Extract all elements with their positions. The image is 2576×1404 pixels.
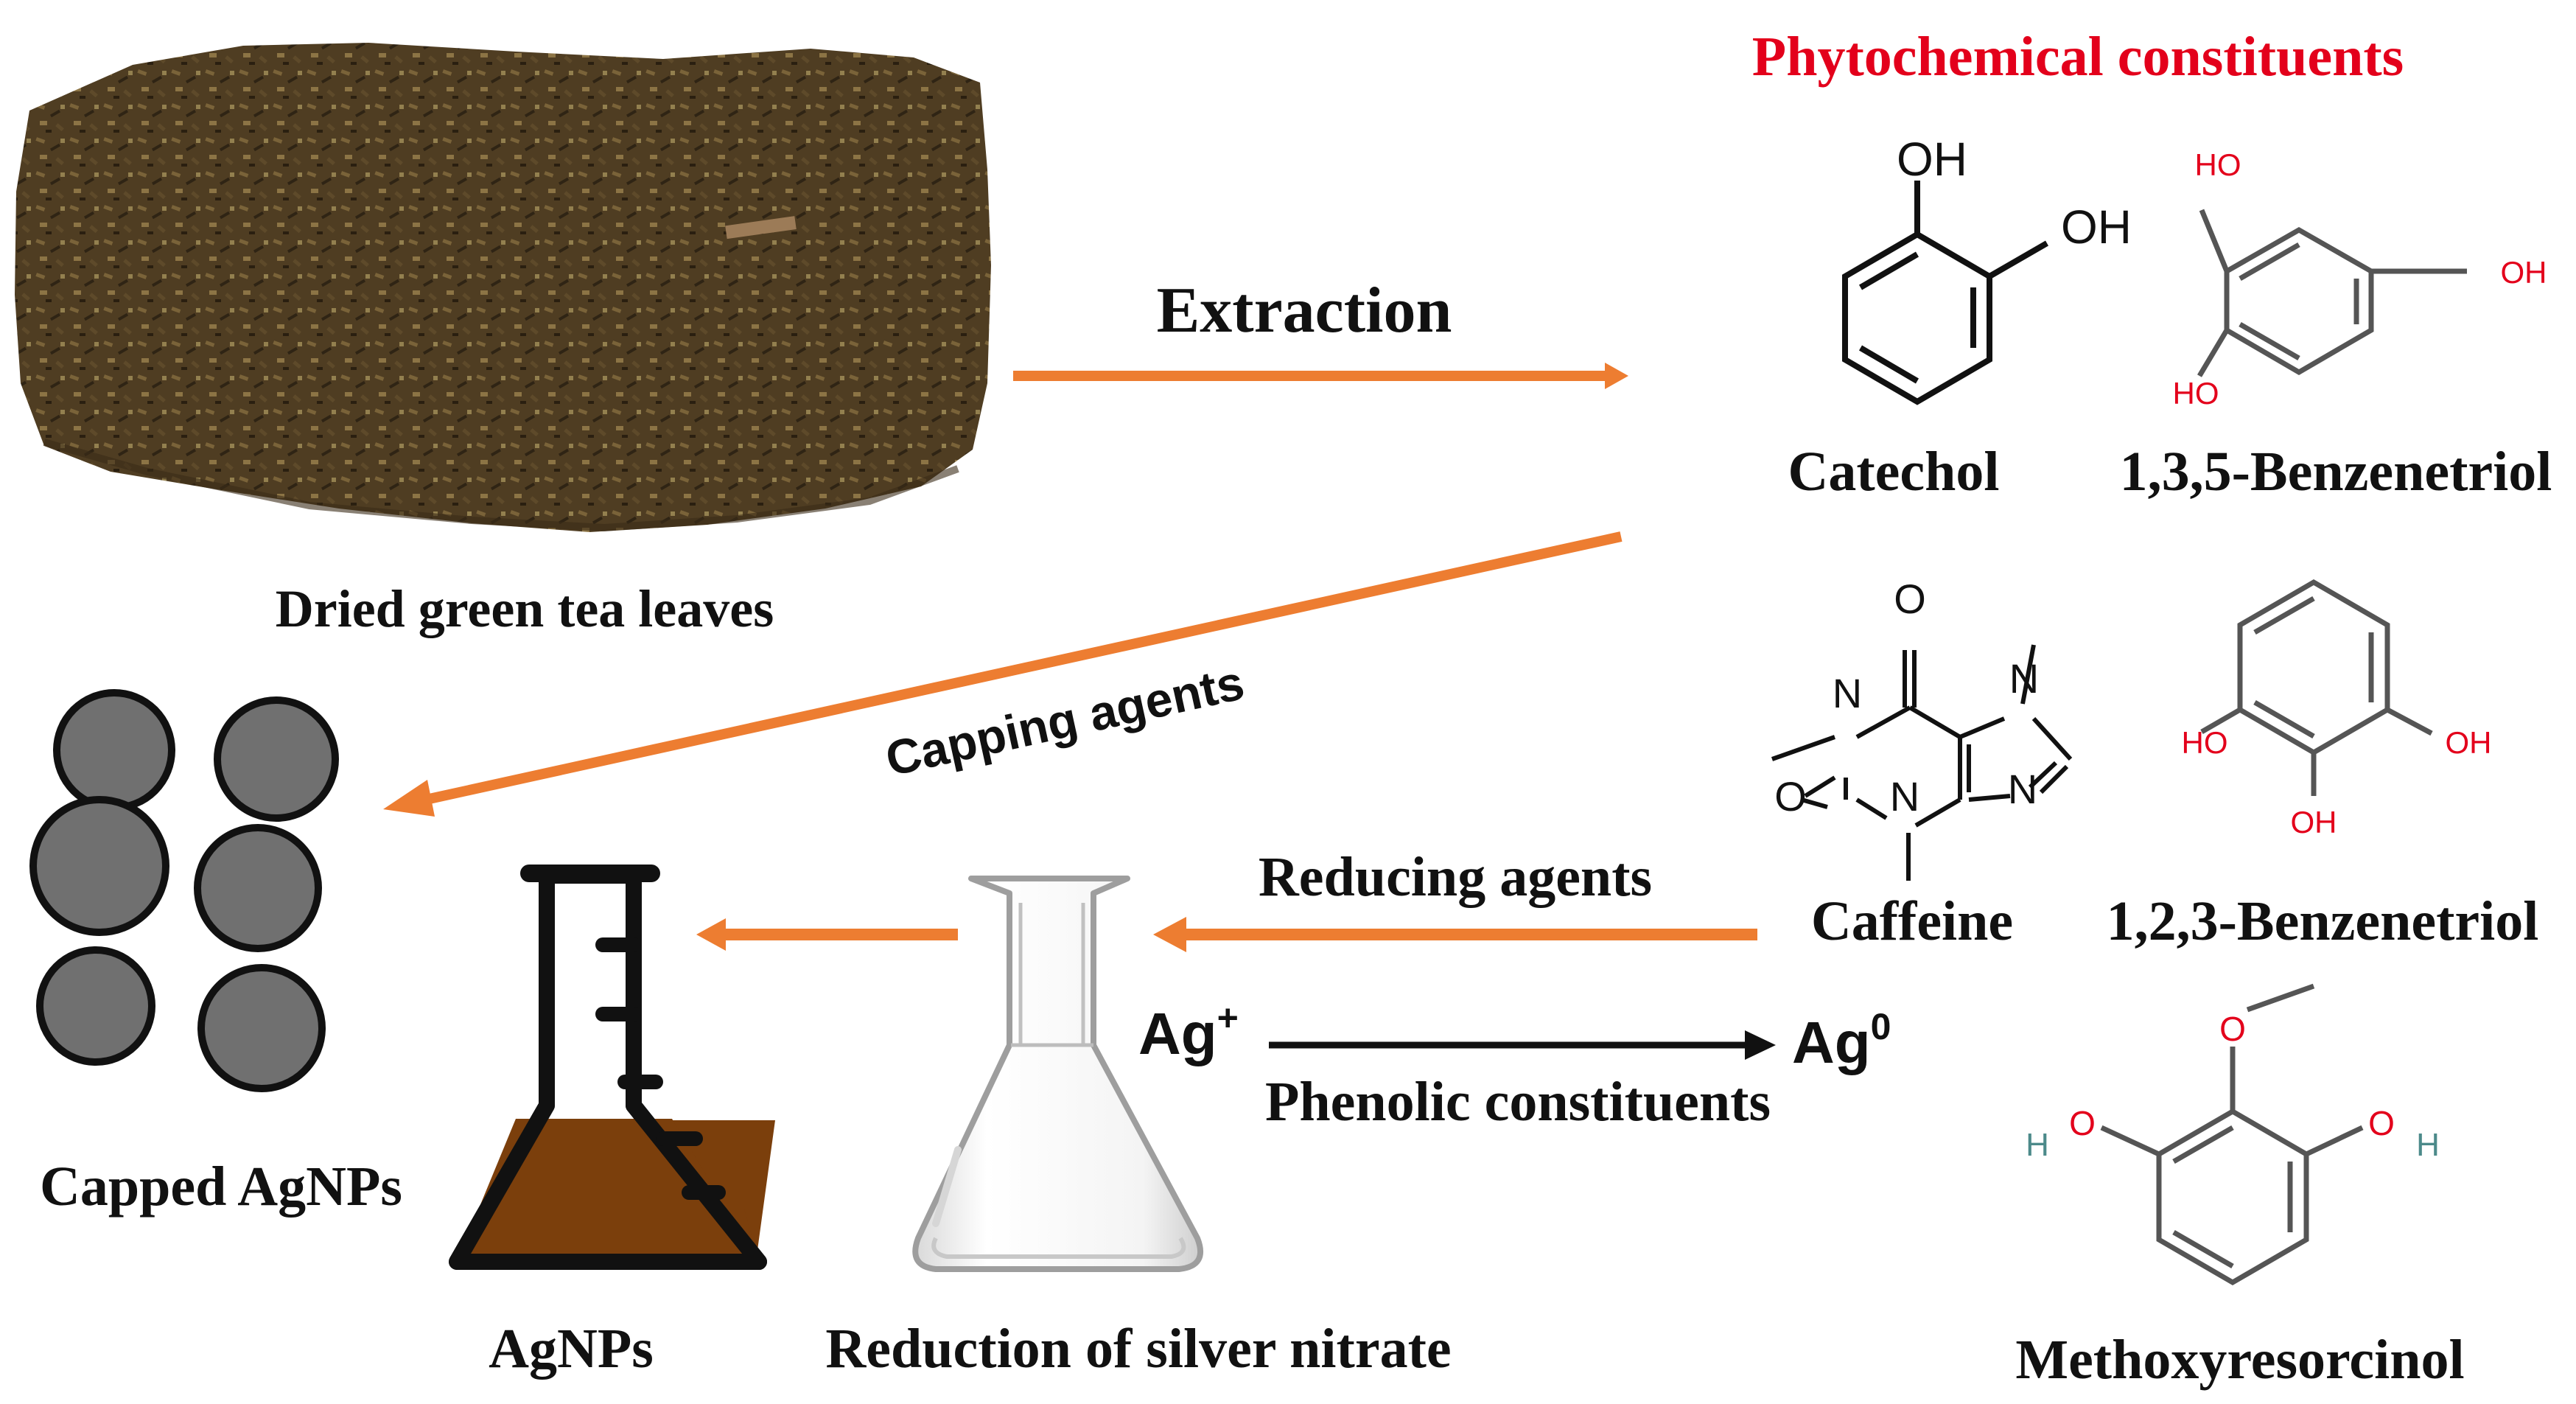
ag-plus-label: Ag+ bbox=[1138, 997, 1239, 1066]
catechol-structure bbox=[1842, 181, 2048, 405]
methoxyresorcinol-o-right: O bbox=[2368, 1104, 2395, 1142]
reduction-label: Reduction of silver nitrate bbox=[825, 1318, 1451, 1380]
title: Phytochemical constituents bbox=[1752, 26, 2404, 88]
agnps-label: AgNPs bbox=[489, 1318, 654, 1380]
caffeine-n-right: N bbox=[2008, 766, 2037, 812]
extraction-arrow bbox=[1013, 363, 1628, 389]
benzenetriol-123-oh-2: OH bbox=[2446, 725, 2492, 760]
silver-nitrate-flask bbox=[912, 876, 1203, 1272]
reducing-agents-arrow bbox=[1153, 917, 1757, 952]
caffeine-structure bbox=[1771, 644, 2073, 881]
methoxyresorcinol-structure bbox=[2100, 983, 2364, 1286]
capping-agents-label: Capping agents bbox=[881, 654, 1248, 786]
caffeine-n-right-top: N bbox=[2009, 655, 2039, 702]
extraction-label: Extraction bbox=[1157, 275, 1452, 346]
caffeine-o-left: O bbox=[1774, 773, 1807, 820]
ag-plus-superscript: + bbox=[1217, 997, 1239, 1038]
nanoparticle bbox=[197, 964, 326, 1092]
benzenetriol-135-structure bbox=[2197, 209, 2467, 377]
ag-zero-label: Ag0 bbox=[1792, 1006, 1891, 1075]
caffeine-n-bottom: N bbox=[1890, 773, 1919, 820]
catechol-label: Catechol bbox=[1788, 441, 1999, 503]
benzenetriol-123-oh-1: HO bbox=[2182, 725, 2228, 760]
caffeine-label: Caffeine bbox=[1811, 890, 2013, 952]
capped-agnps-label: Capped AgNPs bbox=[40, 1156, 402, 1218]
benzenetriol-123-oh-3: OH bbox=[2291, 805, 2337, 839]
reducing-agents-label: Reducing agents bbox=[1259, 846, 1652, 908]
methoxyresorcinol-o-left: O bbox=[2069, 1104, 2096, 1142]
benzenetriol-135-label: 1,3,5-Benzenetriol bbox=[2120, 441, 2552, 503]
nanoparticle bbox=[29, 796, 169, 936]
nanoparticle bbox=[214, 696, 339, 822]
reaction-arrow bbox=[1269, 1030, 1776, 1060]
benzenetriol-123-label: 1,2,3-Benzenetriol bbox=[2107, 890, 2539, 952]
capped-agnps-cluster bbox=[29, 689, 339, 1092]
caffeine-o-top: O bbox=[1894, 576, 1926, 622]
benzenetriol-123-structure bbox=[2200, 579, 2433, 796]
capping-agents-arrow bbox=[383, 531, 1623, 817]
caffeine-n-left: N bbox=[1833, 670, 1862, 716]
agnps-flask bbox=[449, 865, 775, 1270]
catechol-oh-2: OH bbox=[2061, 200, 2132, 254]
methoxyresorcinol-label: Methoxyresorcinol bbox=[2015, 1329, 2464, 1391]
benzenetriol-135-oh-2: OH bbox=[2501, 255, 2547, 290]
ag-zero-superscript: 0 bbox=[1871, 1006, 1891, 1047]
nanoparticle bbox=[53, 689, 175, 811]
benzenetriol-135-oh-3: HO bbox=[2173, 376, 2219, 411]
catechol-oh-1: OH bbox=[1897, 133, 1967, 186]
tea-leaves-image bbox=[15, 43, 991, 532]
tea-leaves-label: Dried green tea leaves bbox=[276, 579, 774, 638]
methoxyresorcinol-o-methoxy: O bbox=[2219, 1010, 2246, 1048]
nanoparticle bbox=[194, 824, 322, 952]
nanoparticle bbox=[36, 946, 155, 1066]
benzenetriol-135-oh-1: HO bbox=[2195, 147, 2241, 182]
reduction-to-agnps-arrow bbox=[696, 918, 958, 951]
methoxyresorcinol-h-right: H bbox=[2416, 1127, 2440, 1163]
phenolic-label: Phenolic constituents bbox=[1265, 1071, 1771, 1133]
methoxyresorcinol-h-left: H bbox=[2026, 1127, 2049, 1163]
